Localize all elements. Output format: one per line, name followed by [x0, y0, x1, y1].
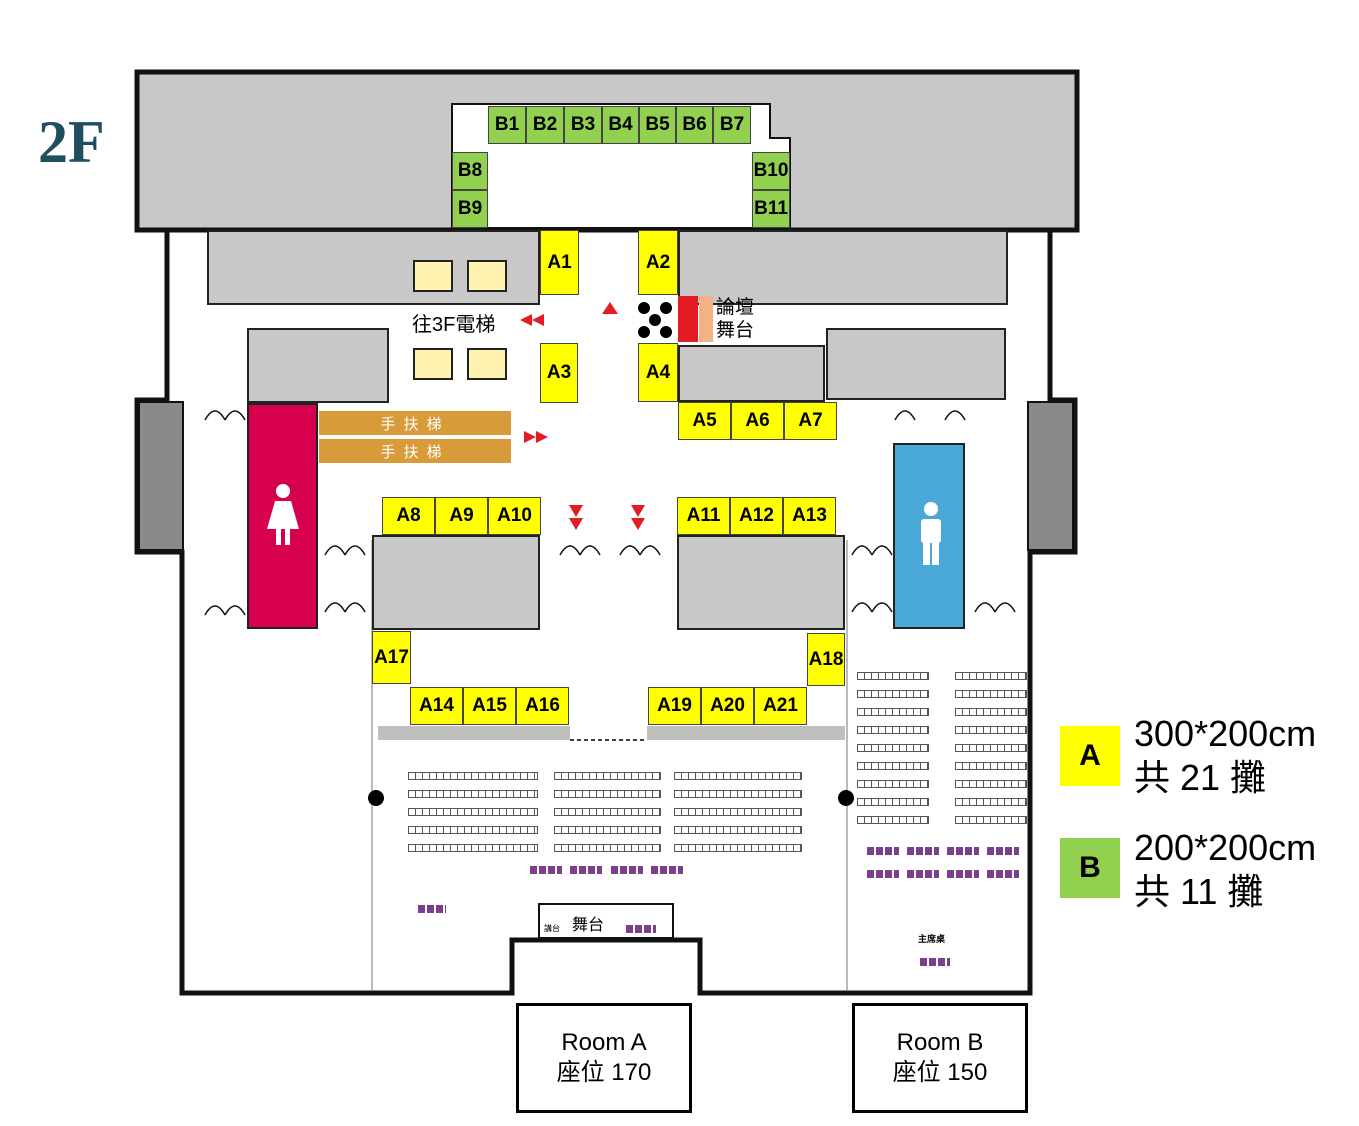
booth-a2[interactable]: A2 — [638, 230, 678, 295]
booth-a10[interactable]: A10 — [488, 497, 541, 535]
legend-a-box: A — [1060, 726, 1120, 786]
room-a-side-table — [418, 905, 446, 913]
gray-block-w — [247, 328, 389, 403]
booth-a4[interactable]: A4 — [638, 343, 678, 402]
booth-a7[interactable]: A7 — [784, 402, 837, 440]
forum-dots — [636, 300, 676, 340]
booth-a1[interactable]: A1 — [540, 230, 579, 295]
elevator-icon — [413, 348, 453, 380]
booth-a18[interactable]: A18 — [807, 633, 845, 686]
room-b-box[interactable]: Room B 座位 150 — [852, 1003, 1028, 1113]
booth-a3[interactable]: A3 — [540, 343, 578, 403]
floor-label: 2F — [38, 109, 105, 175]
booth-b10[interactable]: B10 — [752, 152, 790, 190]
booth-a17[interactable]: A17 — [372, 631, 411, 684]
head-table-label: 主席桌 — [918, 934, 946, 944]
gray-block-e — [826, 328, 1006, 400]
booth-a6[interactable]: A6 — [731, 402, 784, 440]
booth-b8[interactable]: B8 — [452, 152, 488, 190]
booth-a12[interactable]: A12 — [730, 497, 783, 535]
booth-a15[interactable]: A15 — [463, 687, 516, 725]
booth-a21[interactable]: A21 — [754, 687, 807, 725]
podium-label: 講台 — [544, 924, 560, 933]
booth-b4[interactable]: B4 — [602, 106, 639, 144]
escalator-2: 手扶梯 — [318, 438, 512, 464]
forum-stage-label: 論壇 舞台 — [716, 297, 755, 341]
forum-stage-peach — [699, 296, 713, 342]
room-a-stage: 舞台 講台 — [538, 903, 674, 939]
booth-a9[interactable]: A9 — [435, 497, 488, 535]
booth-a16[interactable]: A16 — [516, 687, 569, 725]
booth-a5[interactable]: A5 — [678, 402, 731, 440]
gray-block-sw — [372, 535, 540, 630]
booth-a14[interactable]: A14 — [410, 687, 463, 725]
booth-a13[interactable]: A13 — [783, 497, 836, 535]
head-table — [920, 958, 950, 966]
elevator-3f-label: 往3F電梯 — [412, 314, 496, 336]
gray-block-ne — [678, 230, 1008, 305]
booth-a8[interactable]: A8 — [382, 497, 435, 535]
booth-b1[interactable]: B1 — [488, 106, 526, 144]
legend-b-box: B — [1060, 838, 1120, 898]
legend-a-text: 300*200cm 共 21 攤 — [1134, 713, 1317, 798]
booth-b11[interactable]: B11 — [752, 190, 790, 228]
booth-a20[interactable]: A20 — [701, 687, 754, 725]
booth-b9[interactable]: B9 — [452, 190, 488, 228]
booth-a19[interactable]: A19 — [648, 687, 701, 725]
mens-restroom — [893, 443, 965, 629]
gray-block-se — [677, 535, 845, 630]
womens-restroom — [247, 403, 318, 629]
booth-b2[interactable]: B2 — [526, 106, 564, 144]
men-restroom-icon — [921, 502, 941, 565]
booth-b7[interactable]: B7 — [713, 106, 751, 144]
legend-b-text: 200*200cm 共 11 攤 — [1134, 827, 1317, 912]
elevator-icon — [467, 260, 507, 292]
booth-b3[interactable]: B3 — [564, 106, 602, 144]
women-restroom-icon — [267, 484, 299, 545]
forum-stage-red — [678, 296, 698, 342]
escalator-1: 手扶梯 — [318, 410, 512, 436]
booth-b6[interactable]: B6 — [676, 106, 713, 144]
stage-label: 舞台 — [572, 917, 605, 934]
booth-a11[interactable]: A11 — [677, 497, 730, 535]
elevator-icon — [467, 348, 507, 380]
room-a-box[interactable]: Room A 座位 170 — [516, 1003, 692, 1113]
booth-b5[interactable]: B5 — [639, 106, 676, 144]
gray-block-center-e — [678, 345, 825, 402]
elevator-icon — [413, 260, 453, 292]
